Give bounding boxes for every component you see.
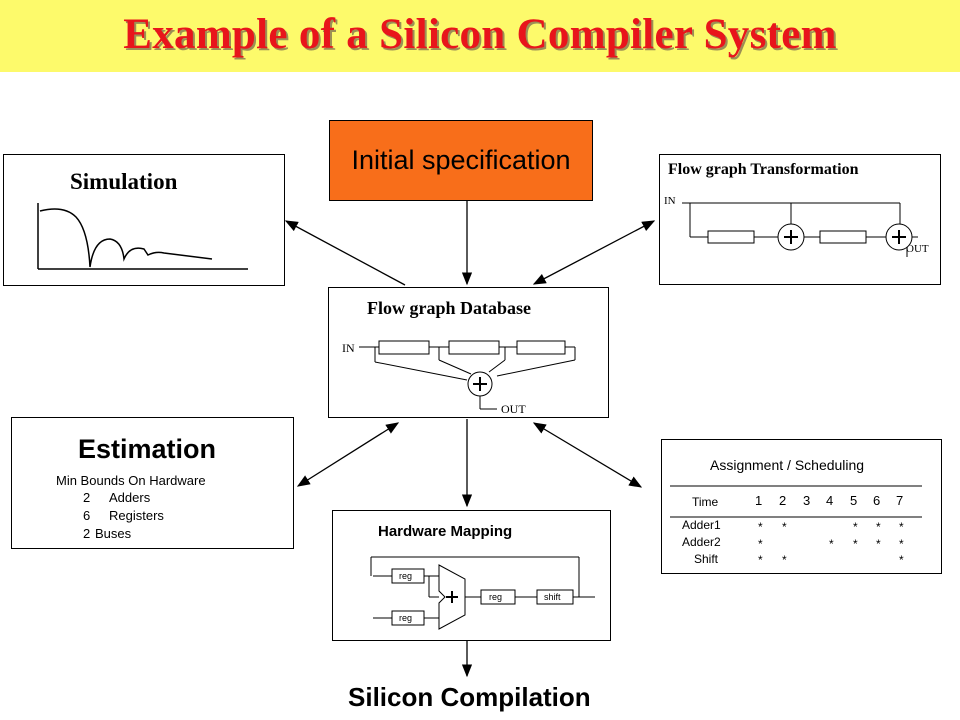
hardware-mapping-title: Hardware Mapping bbox=[378, 523, 513, 540]
arrow-database-assignment bbox=[532, 422, 643, 488]
hw-reg-label: reg bbox=[489, 592, 503, 602]
schedule-mark: * bbox=[899, 553, 904, 567]
schedule-mark: * bbox=[829, 537, 834, 551]
transform-graph bbox=[682, 202, 918, 257]
time-slot: 4 bbox=[826, 493, 834, 508]
hw-reg-label: reg bbox=[399, 571, 413, 581]
schedule-mark: * bbox=[853, 520, 858, 534]
assignment-scheduling-panel: Assignment / Scheduling Time 1 2 3 4 5 6… bbox=[661, 439, 942, 574]
time-slot: 1 bbox=[755, 493, 763, 508]
schedule-mark: * bbox=[899, 537, 904, 551]
initial-specification-label: Initial specification bbox=[351, 145, 571, 175]
resource-name: Shift bbox=[694, 552, 719, 566]
schedule-mark: * bbox=[758, 553, 763, 567]
estimation-item-count: 2 bbox=[83, 490, 91, 505]
simulation-waveform bbox=[37, 203, 248, 270]
time-header: Time bbox=[692, 495, 719, 509]
flow-graph-transformation-panel: Flow graph Transformation IN OUT D D bbox=[659, 154, 941, 285]
simulation-title: Simulation bbox=[70, 169, 178, 194]
estimation-panel: Estimation Min Bounds On Hardware 2 Adde… bbox=[11, 417, 294, 549]
hw-reg-label: reg bbox=[399, 613, 413, 623]
estimation-item-count: 6 bbox=[83, 508, 91, 523]
title-bar: Example of a Silicon Compiler System bbox=[0, 0, 960, 72]
schedule-rules bbox=[670, 485, 922, 518]
slide-title: Example of a Silicon Compiler System bbox=[123, 11, 837, 58]
hw-shift-label: shift bbox=[544, 592, 561, 602]
arrow-database-transformation bbox=[532, 220, 656, 285]
resource-name: Adder1 bbox=[682, 518, 721, 532]
database-graph bbox=[359, 340, 576, 410]
hardware-mapping-diagram bbox=[370, 556, 595, 630]
schedule-mark: * bbox=[876, 537, 881, 551]
estimation-subtitle: Min Bounds On Hardware bbox=[56, 473, 206, 488]
schedule-mark: * bbox=[782, 553, 787, 567]
estimation-item-label: Buses bbox=[95, 526, 132, 541]
flow-graph-database-panel: Flow graph Database IN OUT D D D bbox=[328, 287, 609, 418]
arrow-database-estimation bbox=[296, 422, 400, 487]
estimation-item-label: Adders bbox=[109, 490, 151, 505]
hardware-mapping-panel: Hardware Mapping reg reg reg shift bbox=[332, 510, 611, 641]
schedule-mark: * bbox=[758, 537, 763, 551]
database-in-label: IN bbox=[342, 341, 355, 355]
resource-name: Adder2 bbox=[682, 535, 721, 549]
schedule-mark: * bbox=[899, 520, 904, 534]
database-out-label: OUT bbox=[501, 402, 526, 416]
schedule-mark: * bbox=[876, 520, 881, 534]
simulation-panel: Simulation bbox=[3, 154, 285, 286]
schedule-mark: * bbox=[853, 537, 858, 551]
flow-database-title: Flow graph Database bbox=[367, 298, 532, 318]
schedule-mark: * bbox=[782, 520, 787, 534]
arrow-database-to-simulation bbox=[284, 220, 406, 286]
time-slot: 7 bbox=[896, 493, 904, 508]
estimation-item-label: Registers bbox=[109, 508, 164, 523]
estimation-item-count: 2 bbox=[83, 526, 91, 541]
estimation-title: Estimation bbox=[78, 434, 217, 464]
time-slot: 6 bbox=[873, 493, 881, 508]
flow-transformation-title: Flow graph Transformation bbox=[668, 161, 859, 178]
transform-in-label: IN bbox=[664, 195, 676, 207]
time-slot: 3 bbox=[803, 493, 811, 508]
transform-out-label: OUT bbox=[906, 243, 929, 255]
time-slot: 5 bbox=[850, 493, 858, 508]
assignment-title: Assignment / Scheduling bbox=[710, 457, 865, 473]
silicon-compilation-label: Silicon Compilation bbox=[348, 682, 591, 712]
schedule-mark: * bbox=[758, 520, 763, 534]
time-slot: 2 bbox=[779, 493, 787, 508]
initial-specification-box: Initial specification bbox=[329, 120, 593, 201]
